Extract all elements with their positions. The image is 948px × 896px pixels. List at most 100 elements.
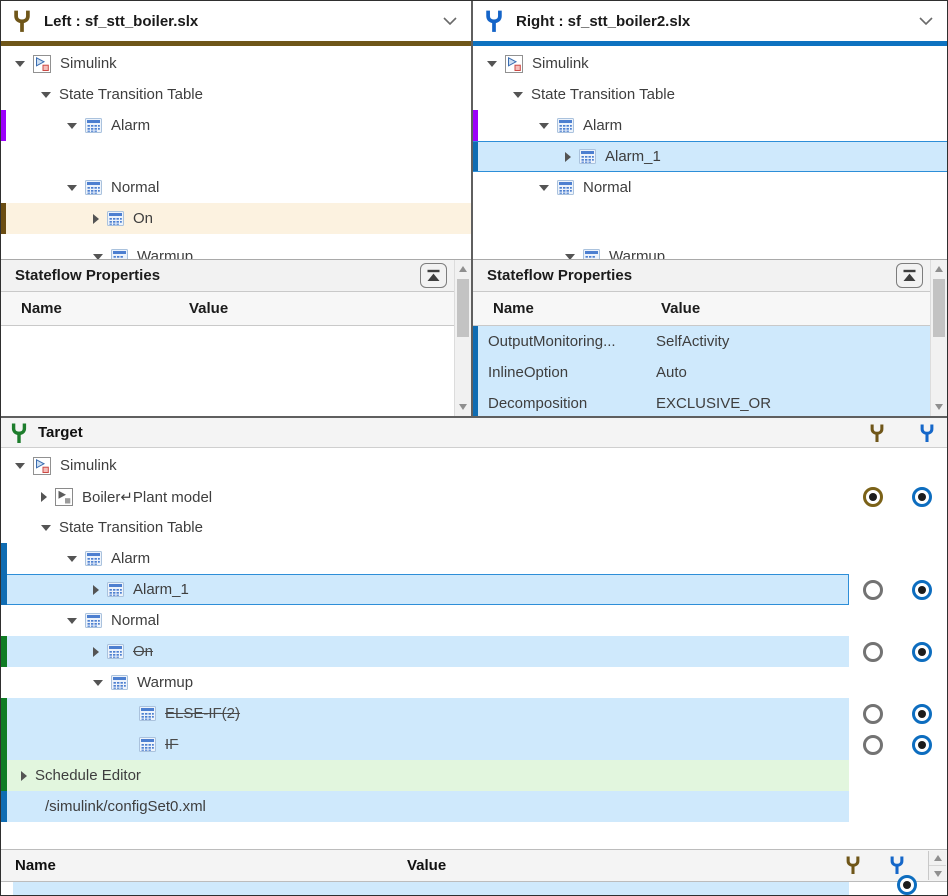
scroll-down-icon[interactable] [929, 866, 946, 881]
property-row[interactable]: Decomposition EXCLUSIVE_OR [473, 388, 930, 416]
change-mark [1, 543, 7, 574]
transition-table-icon [85, 118, 102, 133]
chevron-down-icon[interactable] [919, 17, 933, 25]
expander-icon[interactable] [539, 122, 549, 129]
expander-icon[interactable] [21, 770, 27, 781]
choose-left-radio[interactable] [863, 579, 883, 600]
choose-right-radio[interactable] [897, 875, 917, 895]
expander-icon[interactable] [41, 491, 47, 502]
property-row[interactable]: InlineOption Auto [473, 357, 930, 388]
right-pane: Right : sf_stt_boiler2.slx Simulink Stat… [473, 1, 947, 416]
expander-icon[interactable] [67, 617, 77, 624]
expander-icon[interactable] [67, 184, 77, 191]
property-row[interactable]: OutputMonitoring... SelfActivity [473, 326, 930, 357]
scroll-up-icon[interactable] [455, 261, 471, 277]
tree-row[interactable]: Simulink [473, 48, 947, 79]
expander-icon[interactable] [565, 151, 571, 162]
choose-right-radio[interactable] [912, 703, 932, 724]
tree-row[interactable]: ELSE-IF(2) [1, 698, 947, 729]
tree-row[interactable]: Alarm [1, 543, 947, 574]
scrollbar-thumb[interactable] [457, 279, 469, 337]
collapse-up-icon [903, 269, 916, 281]
expander-icon[interactable] [41, 524, 51, 531]
left-pane-header[interactable]: Left : sf_stt_boiler.slx [1, 1, 471, 41]
scroll-up-icon[interactable] [931, 261, 947, 277]
expander-icon[interactable] [487, 60, 497, 67]
change-mark [473, 357, 478, 388]
scroll-down-icon[interactable] [455, 399, 471, 415]
tree-row[interactable]: State Transition Table [1, 79, 471, 110]
expander-icon[interactable] [93, 213, 99, 224]
tree-row[interactable]: On [1, 203, 471, 234]
transition-table-icon [557, 180, 574, 195]
choose-left-radio[interactable] [863, 703, 883, 724]
left-choice-column-icon [846, 856, 860, 874]
expander-icon[interactable] [67, 555, 77, 562]
transition-table-icon [111, 249, 128, 259]
right-choice-column-icon [920, 424, 934, 442]
tree-row[interactable]: Normal [1, 605, 947, 636]
transition-table-icon [111, 675, 128, 690]
collapse-panel-button[interactable] [896, 263, 923, 288]
scrollbar-thumb[interactable] [933, 279, 945, 337]
scrollbar[interactable] [454, 260, 471, 416]
tree-row[interactable]: Warmup [473, 241, 947, 259]
tree-row[interactable]: /simulink/configSet0.xml [1, 791, 947, 822]
tree-row[interactable]: Warmup [1, 667, 947, 698]
expander-icon[interactable] [93, 253, 103, 259]
source-panes: Left : sf_stt_boiler.slx Simulink State … [1, 1, 947, 416]
transition-table-icon [583, 249, 600, 259]
tree-row[interactable]: Warmup [1, 241, 471, 259]
tree-row[interactable]: Simulink [1, 450, 947, 481]
scrollbar[interactable] [928, 851, 946, 880]
tree-row[interactable]: Alarm [473, 110, 947, 141]
right-pane-header[interactable]: Right : sf_stt_boiler2.slx [473, 1, 947, 41]
expander-icon[interactable] [513, 91, 523, 98]
tree-row[interactable]: Alarm [1, 110, 471, 141]
expander-icon[interactable] [539, 184, 549, 191]
tree-row[interactable]: IF [1, 729, 947, 760]
expander-icon[interactable] [93, 679, 103, 686]
scroll-up-icon[interactable] [929, 851, 946, 866]
tree-row[interactable]: Simulink [1, 48, 471, 79]
tree-row-empty [1, 141, 471, 172]
tree-row[interactable]: Schedule Editor [1, 760, 947, 791]
collapse-panel-button[interactable] [420, 263, 447, 288]
choose-left-radio[interactable] [863, 734, 883, 755]
subsystem-icon [55, 487, 73, 506]
tree-row[interactable]: Normal [1, 172, 471, 203]
chevron-down-icon[interactable] [443, 17, 457, 25]
choose-right-radio[interactable] [912, 641, 932, 662]
expander-icon[interactable] [93, 584, 99, 595]
simulink-model-icon [33, 54, 51, 73]
choose-left-radio[interactable] [863, 486, 883, 507]
left-properties-body [1, 326, 454, 416]
tree-row[interactable]: State Transition Table [473, 79, 947, 110]
tree-row[interactable]: On [1, 636, 947, 667]
left-accent-bar [1, 41, 471, 46]
choose-right-radio[interactable] [912, 579, 932, 600]
tree-row[interactable]: State Transition Table [1, 512, 947, 543]
row-highlight [13, 882, 849, 895]
scroll-down-icon[interactable] [931, 399, 947, 415]
expander-icon[interactable] [41, 91, 51, 98]
scrollbar[interactable] [930, 260, 947, 416]
tree-row[interactable]: Boiler↵Plant model [1, 481, 947, 512]
tree-row[interactable]: Normal [473, 172, 947, 203]
expander-icon[interactable] [67, 122, 77, 129]
choose-right-radio[interactable] [912, 734, 932, 755]
expander-icon[interactable] [93, 646, 99, 657]
expander-icon[interactable] [15, 60, 25, 67]
tree-row-selected[interactable]: Alarm_1 [473, 141, 947, 172]
bottom-property-row[interactable] [1, 875, 947, 895]
tree-row-selected[interactable]: Alarm_1 [1, 574, 947, 605]
transition-table-icon [579, 149, 596, 164]
right-properties-body: OutputMonitoring... SelfActivity InlineO… [473, 326, 930, 416]
choose-left-radio[interactable] [863, 641, 883, 662]
pane-divider[interactable] [471, 1, 473, 416]
expander-icon[interactable] [565, 253, 575, 259]
tree-row-empty [473, 203, 947, 234]
expander-icon[interactable] [15, 462, 25, 469]
choose-right-radio[interactable] [912, 486, 932, 507]
